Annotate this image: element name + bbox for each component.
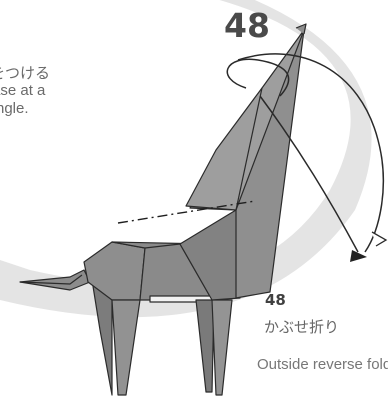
neck-side [185, 29, 305, 211]
valley-arrowhead-icon [371, 231, 388, 247]
front-leg-front [211, 299, 233, 396]
instruction-japanese: かぶせ折り [264, 318, 340, 336]
step-number-large: 48 [224, 6, 270, 45]
step-number-caption: 48 [265, 291, 286, 309]
instruction-english: Outside reverse fold. [257, 356, 388, 373]
shoulder [179, 209, 241, 301]
front-leg-back [195, 299, 215, 393]
fold-line [117, 200, 256, 224]
previous-step-text-line-2: ase at a [0, 82, 46, 99]
rear-leg-front [111, 299, 141, 396]
origami-model [19, 23, 307, 396]
step-path-band [0, 0, 372, 318]
fold-arrows [226, 53, 385, 253]
small-loop-arrow [226, 58, 290, 97]
previous-step-text-line-1: をつける [0, 64, 51, 82]
sweep-arrow [259, 95, 359, 253]
big-arc-arrow [237, 53, 385, 253]
previous-step-text-line-3: ngle. [0, 100, 29, 117]
arrowhead-icon [350, 250, 367, 262]
